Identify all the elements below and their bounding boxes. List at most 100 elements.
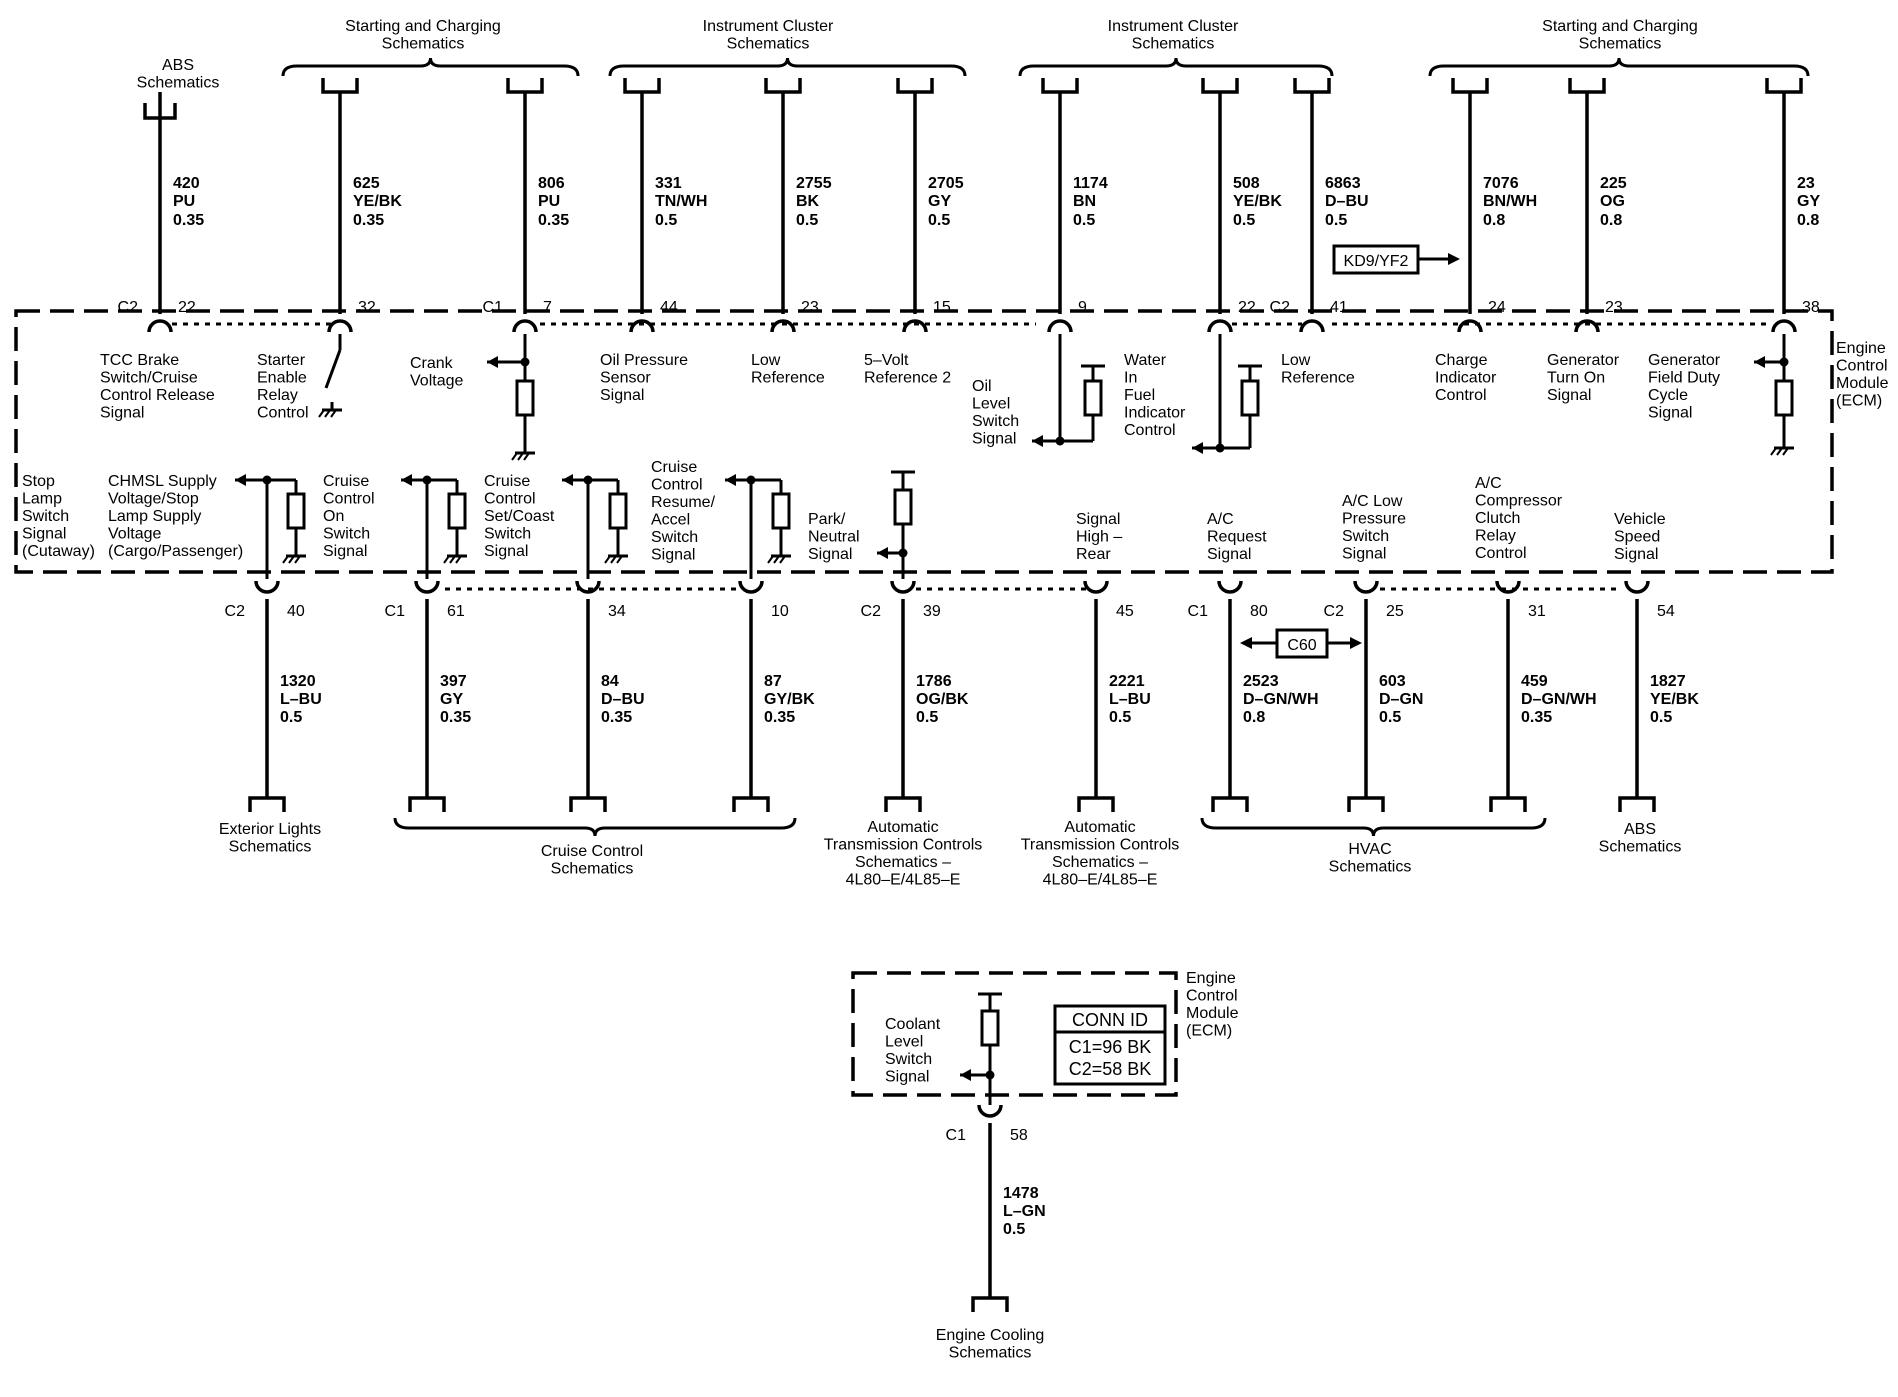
ground-hatch bbox=[324, 409, 331, 418]
wire-color: YE/BK bbox=[1233, 193, 1282, 210]
wire-color: PU bbox=[173, 193, 195, 210]
ground-hatch bbox=[1782, 447, 1789, 456]
group-label-abs: Schematics bbox=[1599, 839, 1682, 856]
ecm-signal-label: Switch bbox=[323, 526, 370, 543]
ecm-signal-label: Reference 2 bbox=[864, 370, 951, 387]
resistor-icon bbox=[893, 488, 913, 526]
wire-circuit-number: 1320 bbox=[280, 673, 316, 690]
module-name-label: (ECM) bbox=[1836, 393, 1882, 410]
ecm-signal-label: Lamp Supply bbox=[108, 508, 201, 525]
resistor-icon bbox=[771, 492, 791, 530]
group-label-exterior-lights: Exterior Lights bbox=[219, 821, 321, 838]
wire-color: D–GN bbox=[1379, 691, 1423, 708]
arrowhead-icon bbox=[725, 474, 736, 486]
ecm-signal-label: Oil bbox=[972, 378, 992, 395]
ground-hatch bbox=[604, 555, 611, 564]
wire-circuit-number: 2755 bbox=[796, 175, 832, 192]
wire-circuit-number: 625 bbox=[353, 175, 380, 192]
ecm-signal-label: Set/Coast bbox=[484, 508, 555, 525]
top-harness-connector bbox=[1041, 78, 1079, 94]
group-label-instrument-cluster: Schematics bbox=[727, 36, 810, 53]
wire-gauge: 0.35 bbox=[764, 709, 795, 726]
resistor-icon bbox=[447, 492, 467, 530]
ecm-signal-label: Relay bbox=[257, 387, 298, 404]
top-harness-connector bbox=[1451, 78, 1489, 94]
ground-hatch bbox=[517, 452, 524, 461]
ecm-signal-label: Fuel bbox=[1124, 387, 1155, 404]
group-label-abs: ABS bbox=[1624, 821, 1656, 838]
connector-id: C1 bbox=[1188, 603, 1209, 620]
ecm-signal-label: Signal bbox=[1648, 405, 1692, 422]
arrowhead-icon bbox=[1032, 435, 1043, 447]
wire-color: BN bbox=[1073, 193, 1096, 210]
ecm-signal-label: Control bbox=[323, 491, 375, 508]
resistor-icon bbox=[1083, 379, 1103, 417]
module-name-label: (ECM) bbox=[1186, 1023, 1232, 1040]
wire-color: D–BU bbox=[601, 691, 645, 708]
ecm-signal-label: Clutch bbox=[1475, 510, 1520, 527]
group-label-cruise-control: Schematics bbox=[551, 861, 634, 878]
ecm-module-boundary bbox=[14, 309, 1834, 574]
ecm-signal-label: Level bbox=[885, 1034, 923, 1051]
pin-number: 23 bbox=[1605, 299, 1623, 316]
ground-hatch bbox=[616, 555, 623, 564]
ecm-signal-label: Switch bbox=[972, 413, 1019, 430]
ecm-signal-label: Switch bbox=[484, 526, 531, 543]
ecm-signal-label: CHMSL Supply bbox=[108, 473, 217, 490]
wire-circuit-number: 2221 bbox=[1109, 673, 1145, 690]
ecm-signal-label: Switch bbox=[651, 529, 698, 546]
pin-number: 10 bbox=[771, 603, 789, 620]
top-terminal-22 bbox=[147, 319, 173, 333]
pin-number: 25 bbox=[1386, 603, 1404, 620]
wire-color: PU bbox=[538, 193, 560, 210]
pin-number: 38 bbox=[1802, 299, 1820, 316]
ground-hatch bbox=[318, 409, 325, 418]
ecm-signal-label: Neutral bbox=[808, 529, 860, 546]
ecm-signal-label: Control bbox=[484, 491, 536, 508]
ecm-signal-label: (Cargo/Passenger) bbox=[108, 543, 243, 560]
wire-gauge: 0.5 bbox=[1650, 709, 1672, 726]
ecm-signal-label: Control bbox=[1475, 545, 1527, 562]
pin-number: 39 bbox=[923, 603, 941, 620]
arrowhead-icon bbox=[562, 474, 573, 486]
top-terminal-24 bbox=[1457, 319, 1483, 333]
ground-hatch bbox=[1776, 447, 1783, 456]
ecm-signal-label: Cruise bbox=[323, 473, 369, 490]
group-label-instrument-cluster: Instrument Cluster bbox=[703, 18, 834, 35]
ecm-signal-label: Lamp bbox=[22, 491, 62, 508]
top-harness-connector bbox=[506, 78, 544, 94]
ecm-signal-label: Starter bbox=[257, 352, 306, 369]
wire-color: L–GN bbox=[1003, 1203, 1046, 1220]
wire-color: OG bbox=[1600, 193, 1625, 210]
group-label-engine-cooling: Engine Cooling bbox=[936, 1327, 1045, 1344]
ecm-signal-label: On bbox=[323, 508, 344, 525]
ecm-signal-label: Sensor bbox=[600, 370, 651, 387]
wire-gauge: 0.8 bbox=[1483, 212, 1505, 229]
ground-hatch bbox=[455, 555, 462, 564]
pin-number: 22 bbox=[178, 299, 196, 316]
top-harness-connector bbox=[1293, 78, 1331, 94]
wire-gauge: 0.5 bbox=[916, 709, 938, 726]
ecm-signal-label: Cruise bbox=[651, 459, 697, 476]
ecm-signal-label: Control Release bbox=[100, 387, 215, 404]
wire-gauge: 0.5 bbox=[1325, 212, 1347, 229]
abs-harness-connector bbox=[143, 103, 177, 120]
group-label-engine-cooling: Schematics bbox=[949, 1345, 1032, 1362]
arrowhead-icon bbox=[235, 474, 246, 486]
ground-hatch bbox=[779, 555, 786, 564]
group-label-transmission: Automatic bbox=[867, 819, 938, 836]
ecm-signal-label: Turn On bbox=[1547, 370, 1605, 387]
bottom-harness-connector bbox=[1211, 796, 1249, 812]
group-brace-bottom bbox=[393, 817, 797, 837]
ecm-signal-label: Generator bbox=[1547, 352, 1620, 369]
ecm-signal-label: Park/ bbox=[808, 511, 846, 528]
bottom-harness-connector bbox=[408, 796, 446, 812]
group-label-transmission: 4L80–E/4L85–E bbox=[846, 872, 961, 889]
ground-hatch bbox=[294, 555, 301, 564]
ecm-signal-label: Low bbox=[1281, 352, 1311, 369]
top-harness-connector bbox=[1201, 78, 1239, 94]
wire-circuit-number: 1786 bbox=[916, 673, 952, 690]
ecm-coolant-boundary bbox=[851, 971, 1178, 1097]
resistor-icon bbox=[608, 492, 628, 530]
